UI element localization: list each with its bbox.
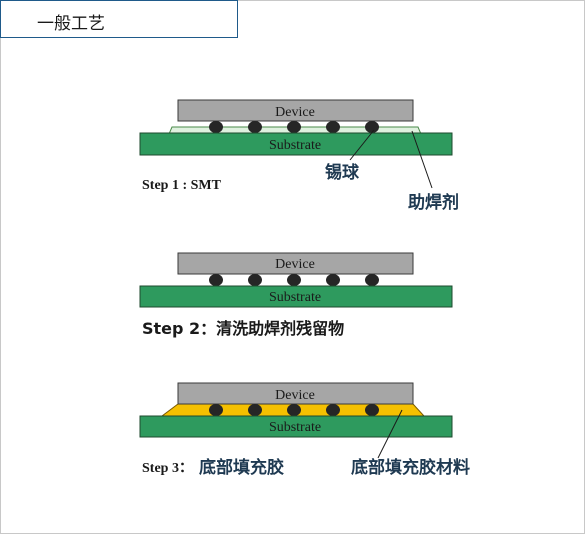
substrate-board <box>139 285 453 308</box>
device-chip <box>177 382 414 405</box>
solder-ball <box>326 404 340 416</box>
solder-ball <box>248 404 262 416</box>
device-label: Device <box>275 257 315 272</box>
step1-label: Step 1 : SMT <box>142 178 222 193</box>
substrate-label: Substrate <box>269 420 321 435</box>
substrate-board <box>139 415 453 438</box>
device-label: Device <box>275 388 315 403</box>
solder-balls <box>209 121 379 133</box>
solder-ball <box>209 274 223 286</box>
device-chip <box>177 99 414 122</box>
callout-underfill-material: 底部填充胶材料 <box>351 457 470 478</box>
callout-line-underfill <box>377 409 403 459</box>
page-title: 一般工艺 <box>37 14 105 34</box>
title-tab: 一般工艺 <box>0 0 238 38</box>
solder-ball <box>365 274 379 286</box>
solder-balls <box>209 404 379 416</box>
solder-ball <box>287 274 301 286</box>
device-label: Device <box>275 105 315 120</box>
solder-ball <box>287 404 301 416</box>
solder-ball <box>287 121 301 133</box>
substrate-label: Substrate <box>269 138 321 153</box>
solder-ball <box>209 404 223 416</box>
solder-ball <box>365 121 379 133</box>
solder-ball <box>326 274 340 286</box>
step2-stack: Device Substrate <box>139 252 453 308</box>
solder-ball <box>326 121 340 133</box>
substrate-board <box>139 132 453 156</box>
step3-stack: Device Substrate <box>139 382 453 438</box>
callout-line-flux <box>411 130 433 189</box>
solder-ball <box>248 274 262 286</box>
solder-balls <box>209 274 379 286</box>
solder-ball <box>248 121 262 133</box>
solder-ball <box>209 121 223 133</box>
step3-label-prefix: Step 3： <box>142 461 193 476</box>
substrate-label: Substrate <box>269 290 321 305</box>
callout-line-ball <box>349 129 375 161</box>
step2-label: Step 2：清洗助焊剂残留物 <box>142 319 344 338</box>
callout-solder-ball: 锡球 <box>325 162 360 183</box>
step1-stack: Device Substrate <box>139 99 453 156</box>
step3-label-text: 底部填充胶 <box>199 457 284 478</box>
solder-ball <box>365 404 379 416</box>
callout-flux: 助焊剂 <box>408 192 459 213</box>
device-chip <box>177 252 414 275</box>
